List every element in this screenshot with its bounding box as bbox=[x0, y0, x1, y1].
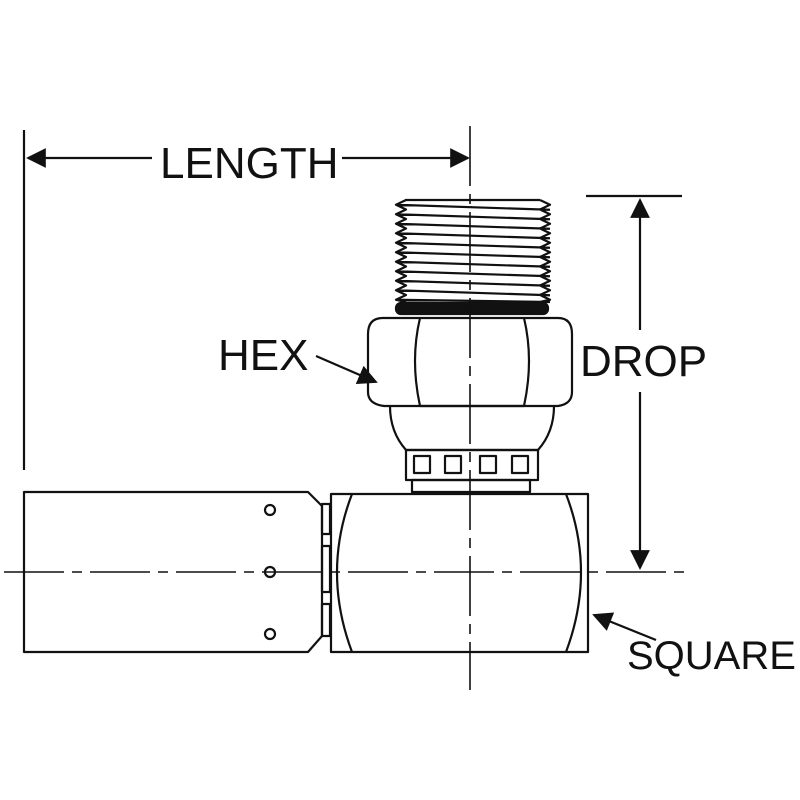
square-block bbox=[329, 492, 590, 654]
hex-leader bbox=[315, 354, 378, 384]
square-label: SQUARE bbox=[627, 634, 796, 678]
o-ring bbox=[394, 301, 550, 316]
length-label: LENGTH bbox=[160, 139, 339, 188]
hex-label: HEX bbox=[218, 331, 309, 380]
hex-nut bbox=[366, 316, 574, 408]
square-leader bbox=[592, 612, 657, 642]
threaded-end bbox=[394, 198, 552, 304]
swivel-collar bbox=[388, 405, 556, 494]
drop-label: DROP bbox=[580, 337, 708, 386]
